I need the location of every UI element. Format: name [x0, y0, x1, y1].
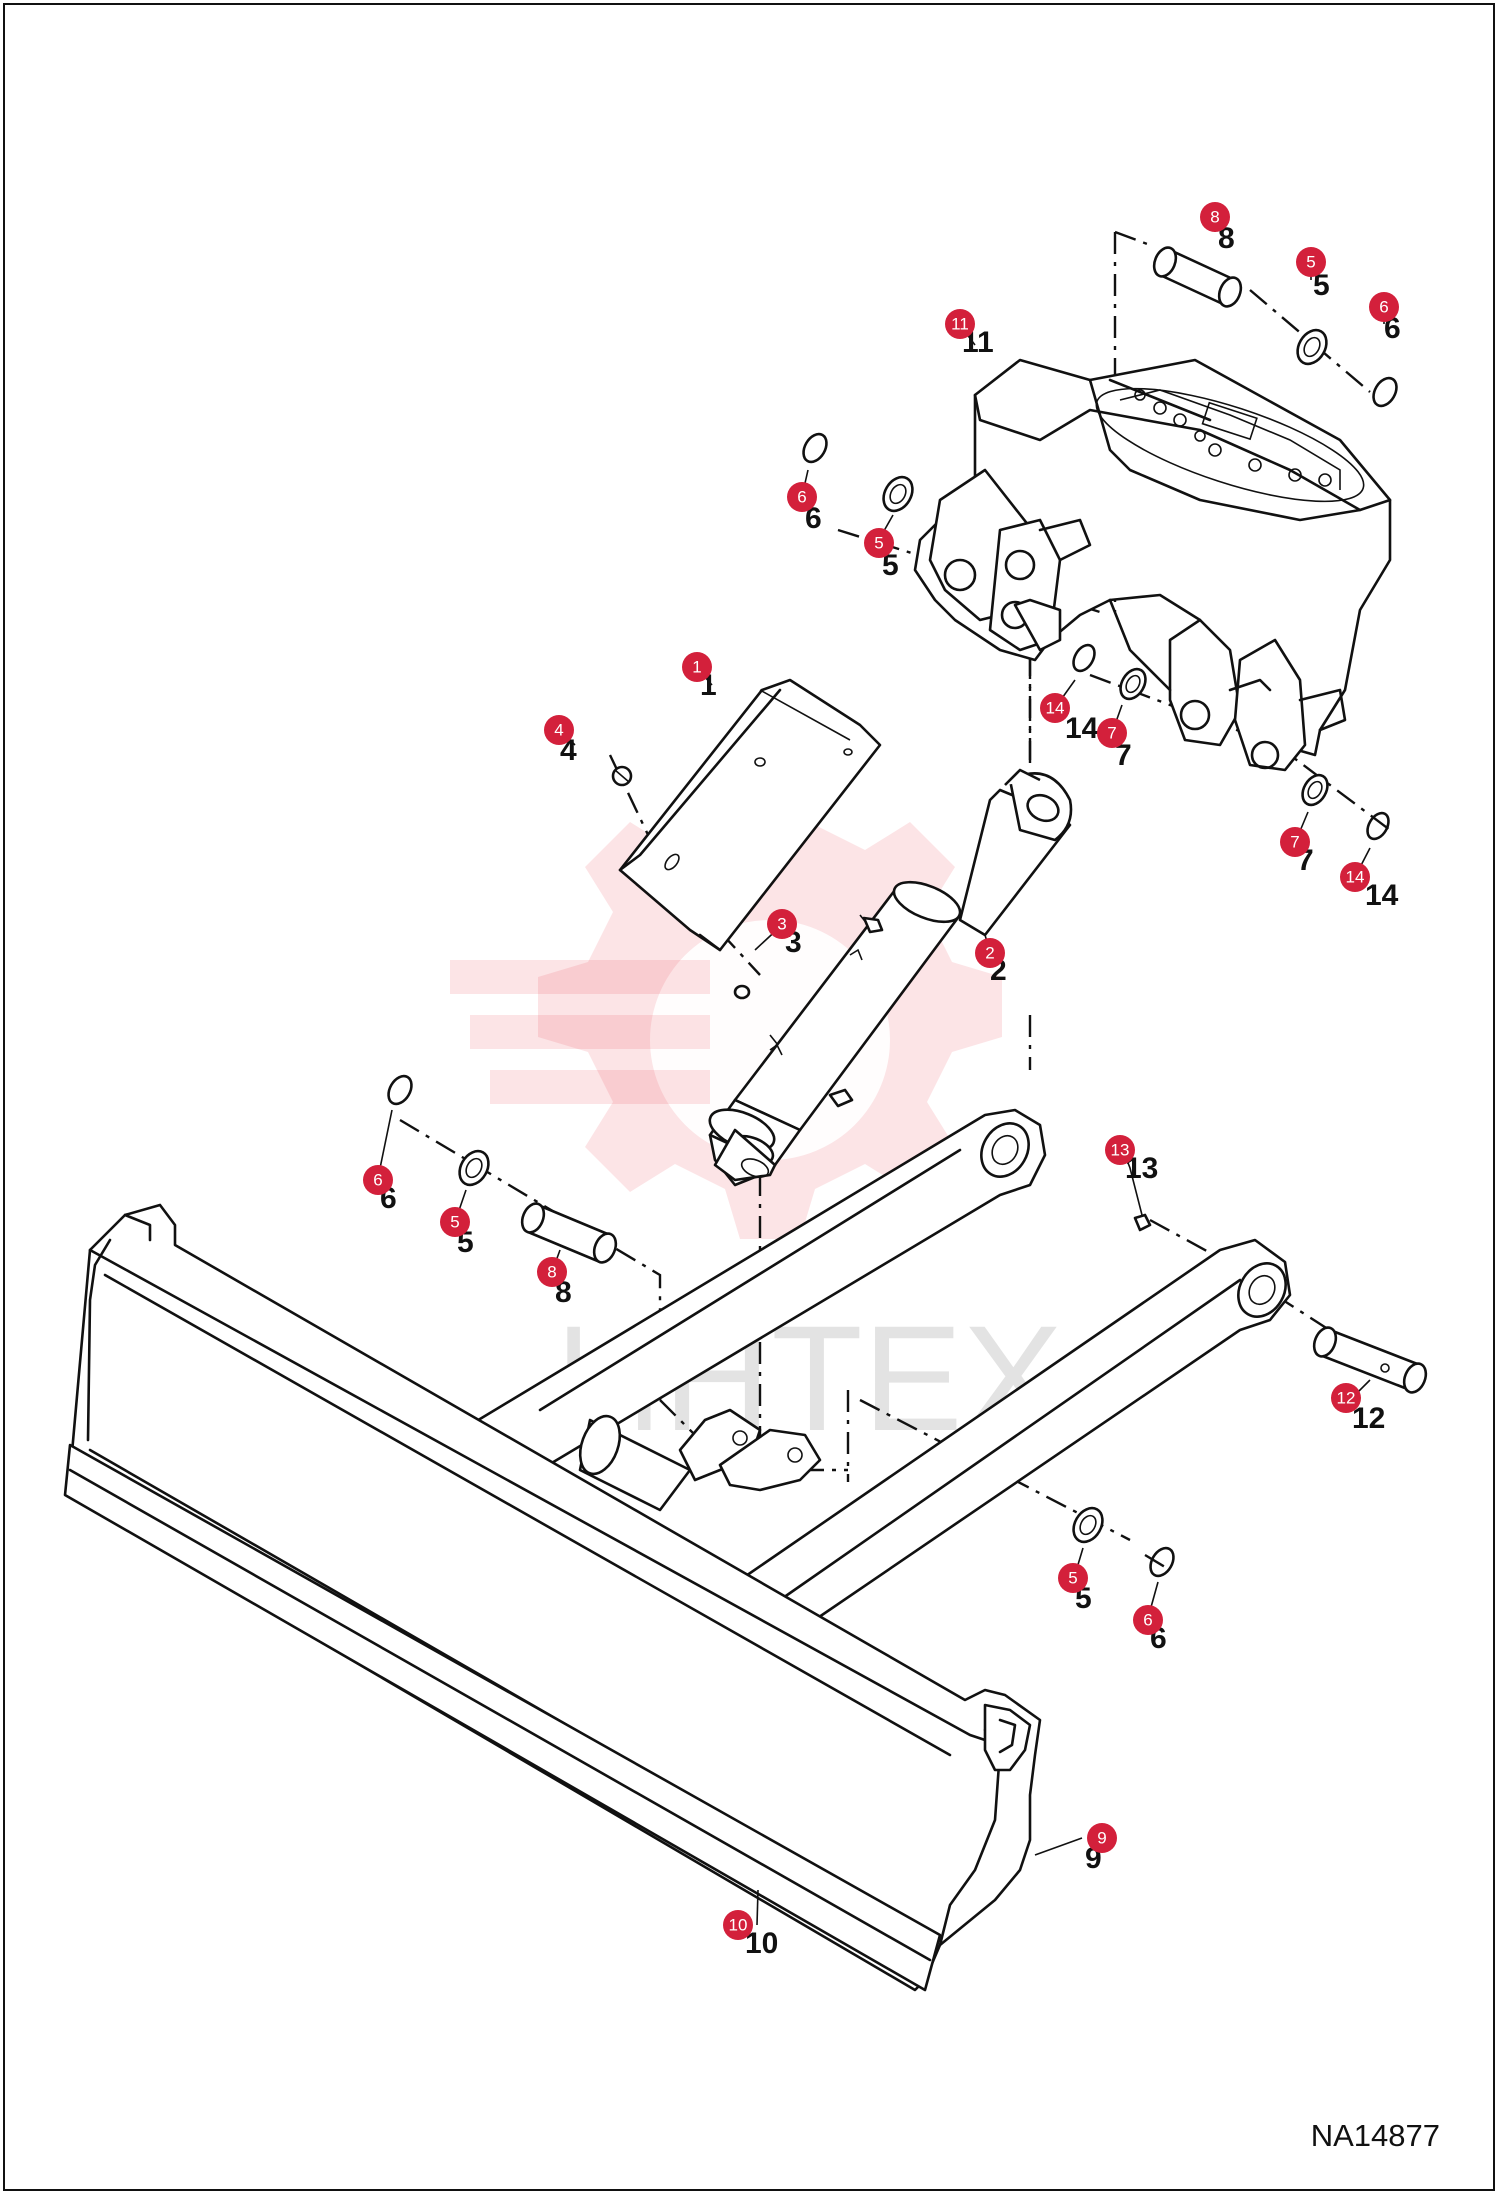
svg-text:14: 14 — [1346, 868, 1365, 887]
part-5-washer-top — [1296, 328, 1328, 366]
callout-5-left-lower[interactable]: 5 — [440, 1207, 470, 1237]
svg-text:14: 14 — [1046, 699, 1065, 718]
svg-text:5: 5 — [874, 534, 883, 553]
svg-text:8: 8 — [547, 1263, 556, 1282]
svg-text:6: 6 — [797, 488, 806, 507]
callout-7-lower[interactable]: 7 — [1280, 827, 1310, 857]
callout-14-upper[interactable]: 14 — [1040, 693, 1070, 723]
callout-5-left-upper[interactable]: 5 — [864, 528, 894, 558]
callout-6-top[interactable]: 6 — [1369, 292, 1399, 322]
callout-6-left-lower[interactable]: 6 — [363, 1165, 393, 1195]
part-2-hydraulic-cylinder — [708, 598, 1073, 1187]
svg-text:5: 5 — [450, 1213, 459, 1232]
part-10-cutting-edge — [63, 1443, 942, 1992]
part-number-labels: 8 5 6 11 6 5 1 4 14 7 7 14 3 2 6 5 8 13 … — [380, 222, 1401, 1960]
svg-text:6: 6 — [373, 1171, 382, 1190]
page-border — [3, 3, 1495, 2191]
callout-11[interactable]: 11 — [945, 309, 975, 339]
label-8-top: 8 — [1218, 222, 1235, 255]
part-3-fitting — [733, 984, 751, 1000]
callout-6-left-upper[interactable]: 6 — [787, 482, 817, 512]
label-6-left-upper: 6 — [805, 502, 822, 535]
svg-text:12: 12 — [1337, 1389, 1356, 1408]
part-13-grease-fitting — [1133, 1213, 1152, 1232]
part-6-ring-left-lower — [387, 1074, 413, 1106]
label-5-top: 5 — [1313, 269, 1330, 302]
callout-10[interactable]: 10 — [723, 1910, 753, 1940]
callout-5-lower-right[interactable]: 5 — [1058, 1563, 1088, 1593]
svg-text:3: 3 — [777, 915, 786, 934]
part-1-cover-plate — [618, 678, 882, 952]
label-7-upper: 7 — [1115, 739, 1132, 772]
svg-text:6: 6 — [1379, 298, 1388, 317]
callout-3[interactable]: 3 — [767, 909, 797, 939]
part-7-washer-lower — [1301, 773, 1329, 807]
svg-text:10: 10 — [729, 1916, 748, 1935]
part-7-washer-upper — [1119, 667, 1147, 701]
callout-1[interactable]: 1 — [682, 652, 712, 682]
svg-text:11: 11 — [951, 315, 969, 334]
svg-text:2: 2 — [985, 944, 994, 963]
part-14-ring-lower — [1366, 811, 1390, 841]
svg-text:9: 9 — [1097, 1829, 1106, 1848]
part-11-frame — [913, 358, 1392, 772]
svg-text:4: 4 — [554, 721, 563, 740]
label-14-lower: 14 — [1365, 879, 1399, 912]
svg-text:1: 1 — [692, 658, 701, 677]
part-6-ring-lower-right — [1149, 1546, 1175, 1578]
callout-2[interactable]: 2 — [975, 938, 1005, 968]
svg-text:5: 5 — [1068, 1569, 1077, 1588]
callout-8-top[interactable]: 8 — [1200, 202, 1230, 232]
figure-code-label: NA14877 — [1310, 2118, 1440, 2153]
callout-7-upper[interactable]: 7 — [1097, 718, 1127, 748]
part-12-pin — [1312, 1326, 1428, 1394]
part-4-bolt — [611, 765, 633, 787]
part-6-ring-top — [1372, 376, 1398, 408]
part-14-ring-upper — [1072, 643, 1096, 673]
svg-text:5: 5 — [1306, 253, 1315, 272]
svg-text:6: 6 — [1143, 1611, 1152, 1630]
callout-8-lower[interactable]: 8 — [537, 1257, 567, 1287]
part-5-washer-left-upper — [882, 475, 914, 513]
svg-text:8: 8 — [1210, 208, 1219, 227]
callout-13[interactable]: 13 — [1105, 1135, 1135, 1165]
blade-push-arms — [468, 1108, 1292, 1632]
label-5-left-upper: 5 — [882, 549, 899, 582]
part-8-pin-top — [1152, 246, 1243, 308]
callout-9[interactable]: 9 — [1087, 1823, 1117, 1853]
part-6-ring-left-upper — [802, 432, 828, 464]
callout-12[interactable]: 12 — [1331, 1383, 1361, 1413]
callout-14-lower[interactable]: 14 — [1340, 862, 1370, 892]
callout-6-lower-right[interactable]: 6 — [1133, 1605, 1163, 1635]
part-5-washer-lower-right — [1072, 1506, 1104, 1544]
svg-text:7: 7 — [1290, 833, 1299, 852]
part-5-washer-left-lower — [458, 1149, 490, 1187]
svg-text:13: 13 — [1111, 1141, 1130, 1160]
svg-text:7: 7 — [1107, 724, 1116, 743]
callout-4[interactable]: 4 — [544, 715, 574, 745]
label-14-upper: 14 — [1065, 712, 1099, 745]
callout-5-top[interactable]: 5 — [1296, 247, 1326, 277]
part-8-pin-lower — [520, 1202, 618, 1264]
